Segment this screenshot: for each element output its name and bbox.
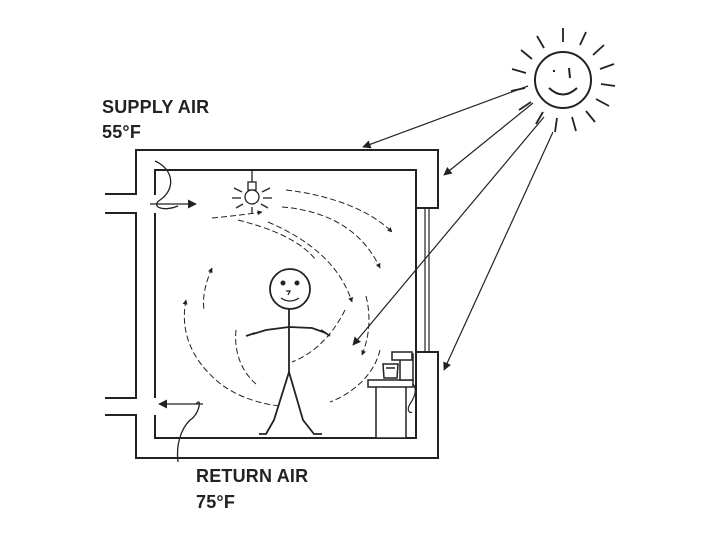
solar-ray-room [352, 116, 545, 346]
room-walls [105, 149, 439, 459]
window [424, 208, 430, 352]
outer-wall [105, 149, 439, 459]
solar-ray-window-bottom [443, 131, 554, 371]
return-air-title: RETURN AIR [196, 466, 309, 486]
outer-wall-supply-lower [105, 212, 137, 399]
supply-air-title: SUPPLY AIR [102, 97, 210, 117]
return-air-flow [158, 399, 203, 463]
solar-rays [352, 85, 554, 371]
inner-wall-lower [154, 352, 417, 439]
sun-icon [510, 28, 616, 133]
air-circulation [182, 189, 393, 407]
light-bulb-icon [232, 170, 272, 213]
supply-air-temp: 55°F [102, 122, 142, 142]
solar-ray-window-top [443, 102, 534, 176]
inner-wall [154, 169, 417, 208]
solar-ray-wall [362, 85, 529, 149]
coffee-maker-icon [367, 351, 416, 439]
supply-air-flow [150, 160, 197, 210]
return-air-temp: 75°F [196, 492, 236, 512]
person-icon [245, 268, 331, 435]
